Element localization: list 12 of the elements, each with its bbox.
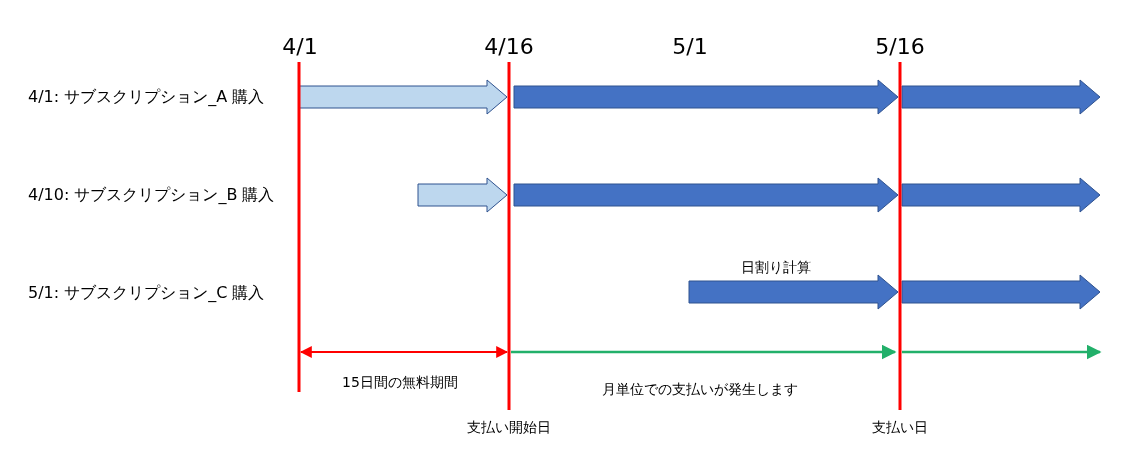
row-label: 5/1: サブスクリプション_C 購入 bbox=[28, 283, 265, 303]
note-text: 日割り計算 bbox=[741, 259, 811, 276]
row-label: 4/10: サブスクリプション_B 購入 bbox=[28, 185, 275, 205]
period-label: 15日間の無料期間 bbox=[342, 374, 458, 391]
period-label: 月単位での支払いが発生します bbox=[602, 381, 798, 398]
date-label: 5/1 bbox=[672, 34, 708, 61]
date-caption: 支払い開始日 bbox=[467, 419, 551, 436]
date-caption: 支払い日 bbox=[872, 419, 928, 436]
row-label: 4/1: サブスクリプション_A 購入 bbox=[28, 87, 265, 107]
date-label: 5/16 bbox=[875, 34, 925, 61]
date-label: 4/16 bbox=[484, 34, 534, 61]
date-label: 4/1 bbox=[282, 34, 318, 61]
